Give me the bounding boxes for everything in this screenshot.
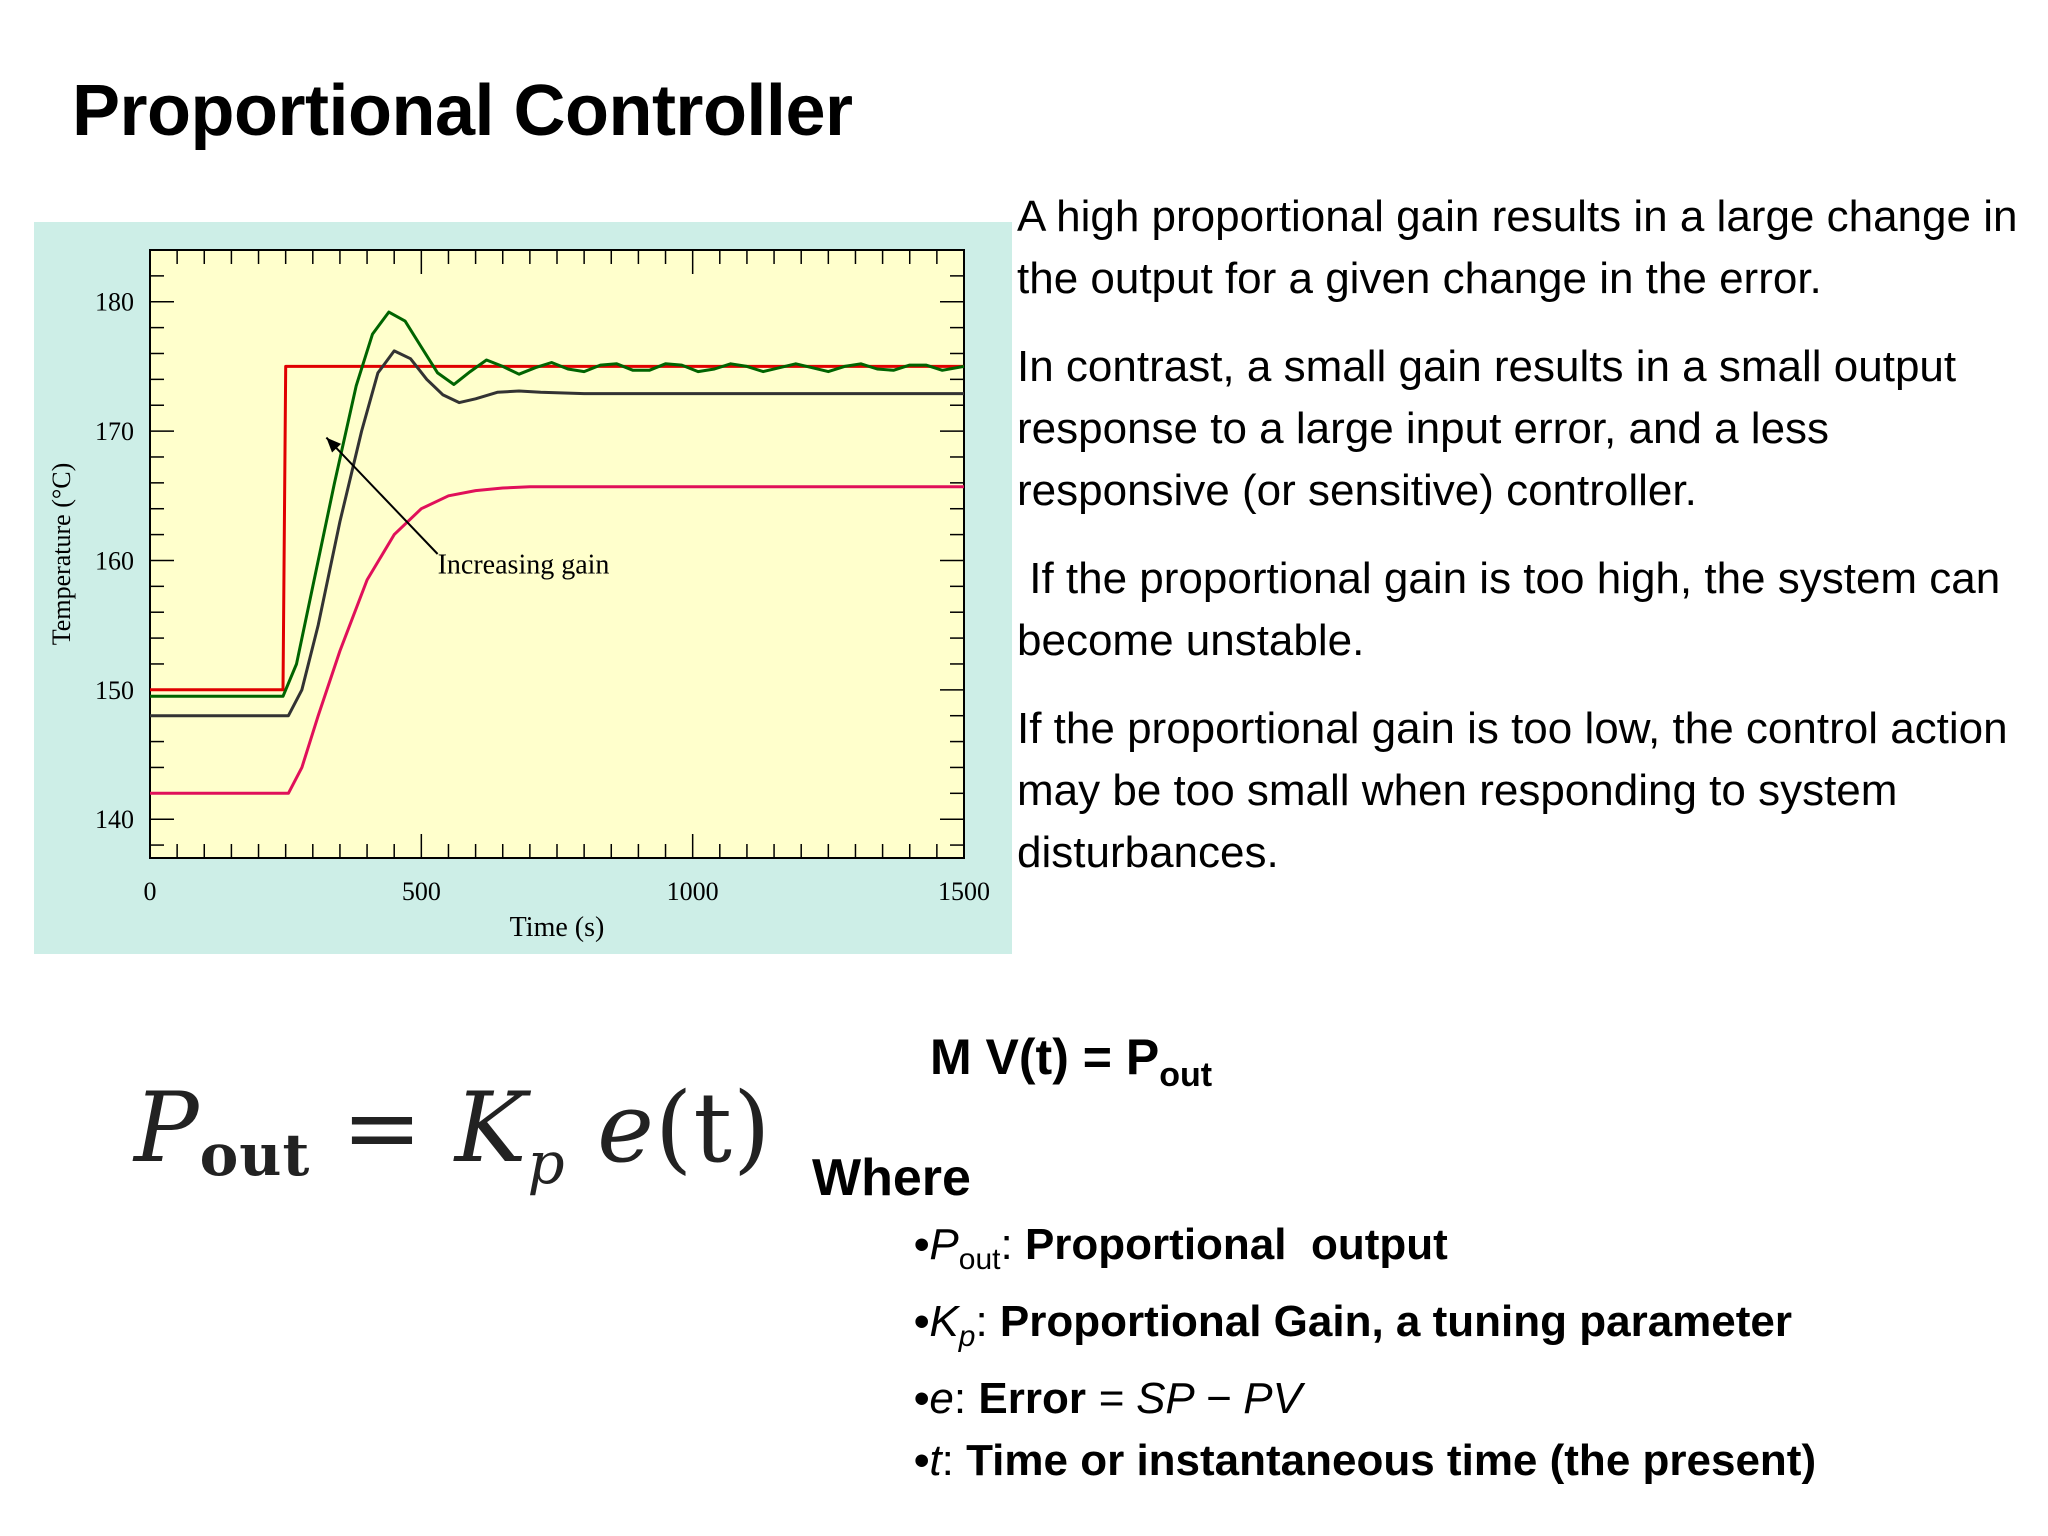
definition-desc: Error [978, 1374, 1086, 1423]
plot-area [149, 249, 965, 859]
x-tick-label: 1000 [667, 877, 719, 906]
definition-colon: : [953, 1374, 979, 1423]
bullet: • [914, 1374, 930, 1423]
definition-sub: p [958, 1320, 976, 1353]
definition-symbol: K [929, 1297, 959, 1346]
definition-colon: : [941, 1436, 967, 1485]
definition-desc: Time or instantaneous time (the present) [966, 1436, 1817, 1485]
formula-k: K [454, 1072, 528, 1184]
mv-equation-sub: out [1159, 1056, 1213, 1094]
definition-kp: •Kp: Proportional Gain, a tuning paramet… [914, 1291, 1816, 1368]
definition-extra: = SP − PV [1085, 1374, 1302, 1423]
formula-eq: = [310, 1072, 455, 1184]
y-tick-label: 140 [95, 805, 134, 834]
definition-desc: Proportional Gain, a tuning parameter [999, 1297, 1793, 1346]
where-label: Where [812, 1149, 971, 1207]
bullet: • [914, 1220, 930, 1269]
paragraph-too-high: If the proportional gain is too high, th… [1017, 554, 2013, 665]
y-tick-label: 170 [95, 417, 134, 446]
x-tick-label: 1500 [938, 877, 990, 906]
paragraph-high-gain: A high proportional gain results in a la… [1017, 192, 2018, 303]
annotation-arrow-line [325, 436, 439, 555]
definition-sub: out [958, 1243, 1001, 1276]
bullet: • [914, 1297, 930, 1346]
bullet: • [914, 1436, 930, 1485]
definition-t: •t: Time or instantaneous time (the pres… [914, 1430, 1816, 1492]
formula-p-sub: p [527, 1129, 566, 1197]
series-high-gain [150, 310, 965, 698]
annotation-increasing-gain: Increasing gain [438, 549, 610, 580]
definition-symbol: e [929, 1374, 954, 1423]
definition-colon: : [975, 1297, 1000, 1346]
slide-title: Proportional Controller [72, 71, 853, 151]
formula-p: P [134, 1072, 200, 1184]
y-tick-label: 160 [95, 546, 134, 575]
x-tick-label: 0 [144, 877, 157, 906]
definition-symbol: t [929, 1436, 942, 1485]
y-tick-label: 180 [95, 288, 134, 317]
definition-pout: •Pout: Proportional output [914, 1214, 1816, 1291]
definition-e: •e: Error = SP − PV [914, 1368, 1816, 1430]
formula-out: out [199, 1121, 311, 1189]
paragraph-too-low: If the proportional gain is too low, the… [1017, 704, 2008, 877]
definition-desc: Proportional output [1024, 1220, 1448, 1269]
formula-e: e [565, 1072, 655, 1184]
formula-t: (t) [654, 1072, 772, 1184]
mv-equation-lhs: M V(t) = P [930, 1029, 1160, 1085]
mv-equation: M V(t) = Pout [930, 1028, 1212, 1095]
definition-colon: : [1000, 1220, 1025, 1269]
paragraph-small-gain: In contrast, a small gain results in a s… [1017, 342, 1957, 515]
pout-formula: Pout = Kp e(t) [134, 1072, 771, 1197]
definitions-list: •Pout: Proportional output •Kp: Proporti… [914, 1214, 1816, 1492]
definition-symbol: P [929, 1220, 959, 1269]
x-tick-label: 500 [402, 877, 441, 906]
series-mid-gain [150, 349, 964, 718]
x-axis-label: Time (s) [510, 912, 605, 943]
explanation-text: A high proportional gain results in a la… [1017, 186, 2047, 910]
annotation-arrow-head [326, 437, 342, 453]
y-tick-label: 150 [95, 676, 134, 705]
y-axis-label: Temperature (°C) [47, 463, 76, 646]
